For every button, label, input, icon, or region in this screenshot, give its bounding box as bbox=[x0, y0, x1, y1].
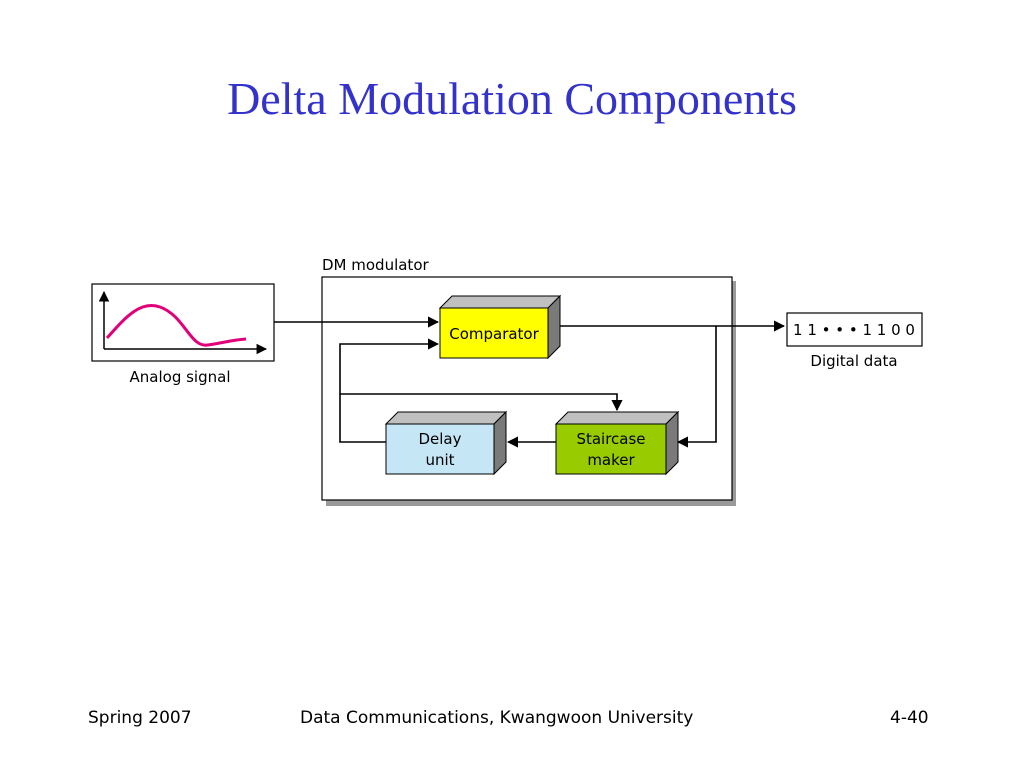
comparator-top-face bbox=[438, 295, 562, 309]
analog-waveform bbox=[105, 304, 247, 347]
delay-to-comparator-arrow bbox=[339, 338, 440, 443]
delay-label-line1: Delay bbox=[418, 430, 461, 448]
staircase-label-line2: maker bbox=[587, 451, 635, 469]
comparator-block: Comparator bbox=[438, 294, 562, 360]
dm-modulator-label: DM modulator bbox=[322, 256, 429, 274]
comparator-front bbox=[439, 307, 549, 359]
staircase-label-line1: Staircase bbox=[576, 430, 645, 448]
connections bbox=[274, 316, 786, 448]
digital-data-label: Digital data bbox=[810, 352, 897, 370]
staircase-front bbox=[555, 423, 667, 475]
digital-bits: 1 1 • • • 1 1 0 0 bbox=[793, 321, 915, 339]
delay-top-face bbox=[384, 411, 508, 425]
digital-data-output: 1 1 • • • 1 1 0 0 Digital data bbox=[786, 312, 923, 370]
analog-signal-label: Analog signal bbox=[130, 368, 231, 386]
footer-date: Spring 2007 bbox=[88, 708, 192, 728]
delay-front bbox=[385, 423, 495, 475]
analog-signal-panel: Analog signal bbox=[91, 283, 275, 386]
footer-course: Data Communications, Kwangwoon Universit… bbox=[300, 708, 694, 728]
staircase-maker-block: Staircase maker bbox=[554, 410, 680, 476]
delay-label-line2: unit bbox=[425, 451, 454, 469]
feedback-to-staircase-arrow bbox=[340, 393, 623, 412]
footer-page-number: 4-40 bbox=[890, 708, 929, 728]
comparator-label: Comparator bbox=[449, 325, 539, 343]
delay-unit-block: Delay unit bbox=[384, 410, 508, 476]
slide-title: Delta Modulation Components bbox=[227, 73, 797, 124]
digital-data-box bbox=[786, 312, 923, 347]
staircase-top-face bbox=[554, 411, 680, 425]
output-to-staircase-arrow bbox=[676, 326, 717, 448]
